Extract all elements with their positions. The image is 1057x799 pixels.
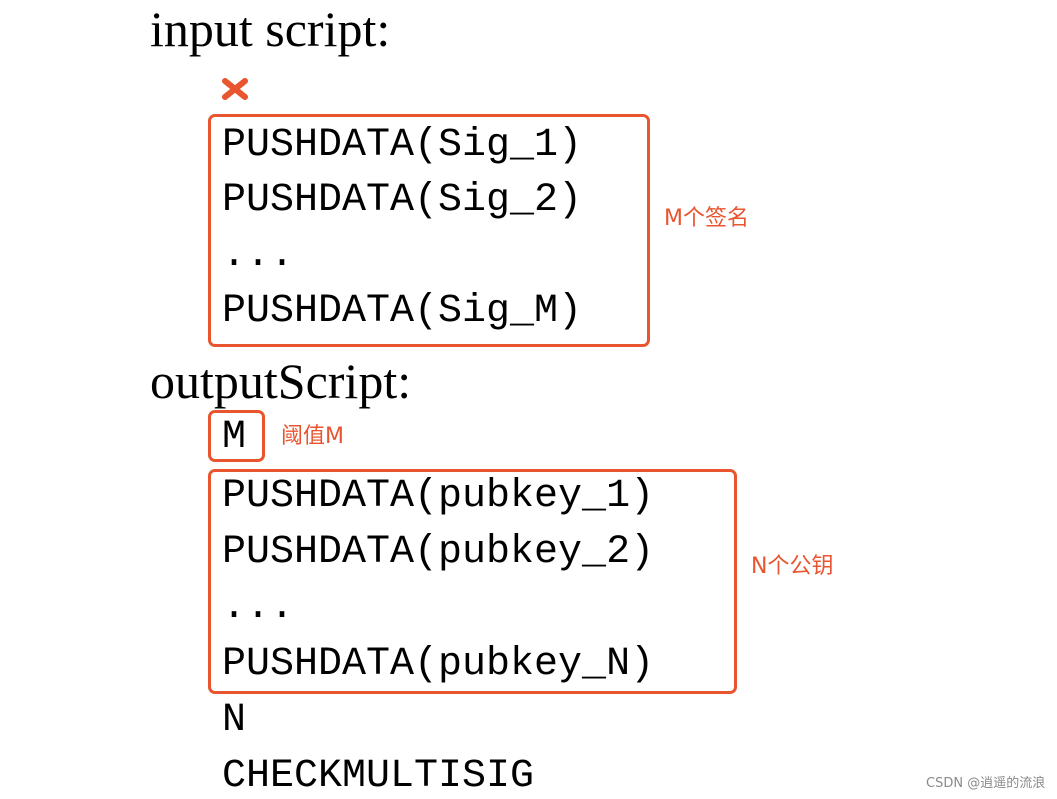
watermark: CSDN @逍遥的流浪 — [926, 776, 1046, 791]
pubkey-line-2: PUSHDATA(pubkey_2) — [222, 530, 655, 575]
sig-line-2: PUSHDATA(Sig_2) — [222, 178, 583, 223]
sig-line-m: PUSHDATA(Sig_M) — [222, 289, 583, 334]
pubkey-line-n: PUSHDATA(pubkey_N) — [222, 642, 655, 687]
input-script-heading: input script: — [150, 1, 391, 57]
signatures-note: M个签名 — [664, 206, 749, 231]
threshold-note: 阈值M — [281, 424, 344, 449]
sig-ellipsis: ... — [222, 233, 295, 278]
pubkey-ellipsis: ... — [222, 585, 295, 630]
n-line: N — [222, 698, 247, 743]
cross-icon — [222, 78, 248, 100]
pubkeys-box — [208, 469, 737, 694]
output-script-heading: outputScript: — [150, 353, 412, 409]
pubkey-line-1: PUSHDATA(pubkey_1) — [222, 474, 655, 519]
checkmultisig-line: CHECKMULTISIG — [222, 754, 535, 799]
threshold-value: M — [222, 415, 247, 460]
threshold-box — [208, 410, 265, 462]
sig-line-1: PUSHDATA(Sig_1) — [222, 123, 583, 168]
signatures-box — [208, 114, 650, 347]
pubkeys-note: N个公钥 — [751, 554, 834, 579]
